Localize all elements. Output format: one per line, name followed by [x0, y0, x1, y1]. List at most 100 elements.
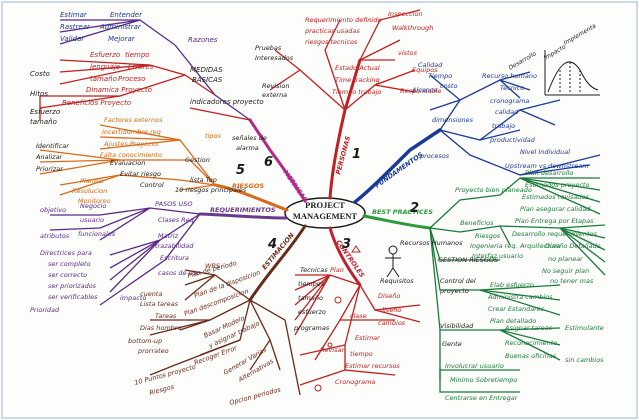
txt-ajustes: Ajustes Proyecto [103, 140, 158, 148]
txt-minimo: Minimo Sobretiempo [450, 376, 517, 384]
txt-recursos-h: Recursos Humanos [400, 239, 463, 247]
txt-planear: Planear [80, 177, 106, 185]
txt-analizar: Analizar [35, 153, 64, 161]
txt-tiempo-r: Tiempo [428, 72, 452, 80]
txt-lenguaje: lenguaje [90, 63, 120, 71]
txt-gestion: Gestion [185, 156, 210, 164]
txt-riesgos-e: Riesgos [148, 383, 175, 397]
txt-tamano: tamaño [90, 75, 117, 83]
central-topic: PROJECT MANAGEMENT [285, 198, 365, 228]
number-3: 3 [342, 237, 351, 252]
txt-walkthrough: Walkthrough [392, 24, 433, 32]
center-line1: PROJECT [305, 200, 345, 210]
txt-falta-conoc: Falta conocimiento [100, 151, 162, 159]
txt-directrices: Directrices para [40, 249, 92, 257]
txt-estimar-c: Estimar [355, 334, 381, 342]
txt-razones: Razones [188, 36, 218, 44]
txt-tamano2: tamaño [30, 118, 57, 126]
txt-proyecto-c: proyecto [439, 287, 469, 295]
txt-trazabilidad: trazabilidad [155, 242, 194, 250]
txt-controlar: Control [140, 181, 164, 189]
txt-practicas: practicas usadas [304, 27, 360, 35]
txt-esfuerzo-e: esfuerzo [298, 308, 326, 316]
txt-implementa: Implementa [563, 22, 598, 46]
txt-ser-priorizados: ser priorizados [48, 282, 97, 290]
txt-time-tracking: Time tracking [335, 76, 380, 84]
txt-diseno-b: diseño [380, 306, 401, 314]
txt-puntos-proy: 10 Puntos proyecto [133, 363, 196, 387]
txt-dimensiones: dimensiones [432, 116, 474, 124]
center-line2: MANAGEMENT [293, 211, 358, 221]
txt-escritura: Escritura [160, 254, 189, 262]
txt-bien-planeado: Proyecto bien planeado [455, 186, 532, 194]
txt-req-def: Requerimiento definido [305, 16, 381, 24]
txt-administrar: Administrar [99, 23, 142, 31]
txt-involucrar: Involucrar usuario [445, 362, 504, 370]
txt-sin-cambios: sin cambios [565, 356, 604, 364]
txt-vistos: vistos [398, 49, 418, 57]
txt-desarrollo-req: Desarrollo requerimientos [512, 230, 598, 238]
txt-tipos: tipos [205, 132, 221, 140]
txt-matriz: Matriz [158, 232, 179, 240]
txt-alcance: Alcance [411, 86, 438, 94]
number-4: 4 [267, 237, 277, 252]
txt-tiempo-top: tiempo [125, 51, 150, 59]
txt-tiempo-c: tiempo [350, 350, 373, 358]
txt-evaluacion: Evaluacion [110, 159, 145, 167]
txt-tecnicas: Tecnicas [300, 266, 328, 274]
txt-identificar: Identificar [36, 142, 70, 150]
txt-tiempo-trabajo: Tiempo trabajo [332, 88, 381, 96]
txt-calidad: Calidad [418, 61, 443, 69]
txt-hitos: Hitos [30, 90, 48, 98]
txt-prorrateo: prorrateo [137, 347, 169, 355]
txt-procesos: procesos [419, 152, 450, 160]
txt-revision: Revision [262, 82, 289, 90]
txt-funcionales: funcionales [78, 230, 116, 238]
txt-cuenta: cuenta [140, 290, 162, 298]
txt-estimar: Estimar [60, 11, 88, 19]
txt-alarma: alarma [236, 144, 259, 152]
number-5: 5 [236, 163, 245, 178]
txt-calidad2: calidad [495, 108, 519, 116]
txt-ser-correcto: ser correcto [48, 271, 87, 279]
txt-opcion-perio: Opcion periodos [228, 385, 282, 407]
txt-evitar: Evitar riesgo [120, 170, 161, 178]
txt-no-seguir: No seguir plan [542, 267, 589, 275]
txt-tamano-e: tamaño [298, 294, 323, 302]
txt-proceso: Proceso [118, 75, 145, 83]
txt-externa: externa [262, 91, 287, 99]
txt-senales: señales de [232, 134, 267, 142]
txt-priorizar: Priorizar [36, 165, 64, 173]
txt-crear-estandares: Crear Estandares [488, 305, 545, 313]
txt-programas: programas [293, 324, 330, 332]
txt-buenas-oficinas: Buenas oficinas [505, 352, 557, 360]
graph-labels: Desarrollo Impacto Implementa [508, 22, 598, 71]
txt-recurso: Recurso humano [482, 72, 537, 80]
metricas-texts: Estimar Rastrear Validar Entender Admini… [30, 11, 264, 126]
txt-ser-completo: ser completo [48, 260, 90, 268]
txt-lista: lista Top [190, 176, 217, 184]
txt-ser-verificables: ser verificables [48, 293, 98, 301]
txt-prioridad: Prioridad [30, 306, 60, 314]
txt-productividad: productividad [489, 136, 536, 144]
txt-plan-entrega: Plan Entrega por Etapas [515, 217, 594, 225]
txt-negocio: Negocio [80, 202, 106, 210]
txt-administra: Administra cambios [487, 293, 553, 301]
txt-dias-hombre: Dias hombre [140, 324, 181, 332]
txt-plan-aseg: Plan asegurar calidad [520, 205, 591, 213]
label-requerimientos: REQUERIMIENTOS [210, 206, 276, 214]
txt-asignar-tareas: Asignar tareas [504, 324, 553, 332]
stick-figure-icon [385, 246, 401, 277]
txt-factores: Factores externos [104, 116, 163, 124]
requerimientos-texts: PASOS USO Clases Req. Matriz trazabilida… [30, 200, 200, 314]
estimacion-texts: WBS Plan de período Plan de la disposici… [128, 259, 282, 407]
txt-elab-esfuerzo: Elab esfuerzo [490, 281, 534, 289]
number-6: 6 [264, 155, 273, 170]
label-best-practices: BEST PRACTICES [372, 208, 433, 216]
txt-cronograma: cronograma [490, 97, 529, 105]
txt-riesgos-tec: riesgos tecnicos [305, 38, 358, 46]
txt-gestion-riesgos: GESTION RIESGOS [438, 256, 498, 264]
fundamentos-texts: Calidad Tiempo Alcance costo Recurso hum… [411, 61, 589, 170]
